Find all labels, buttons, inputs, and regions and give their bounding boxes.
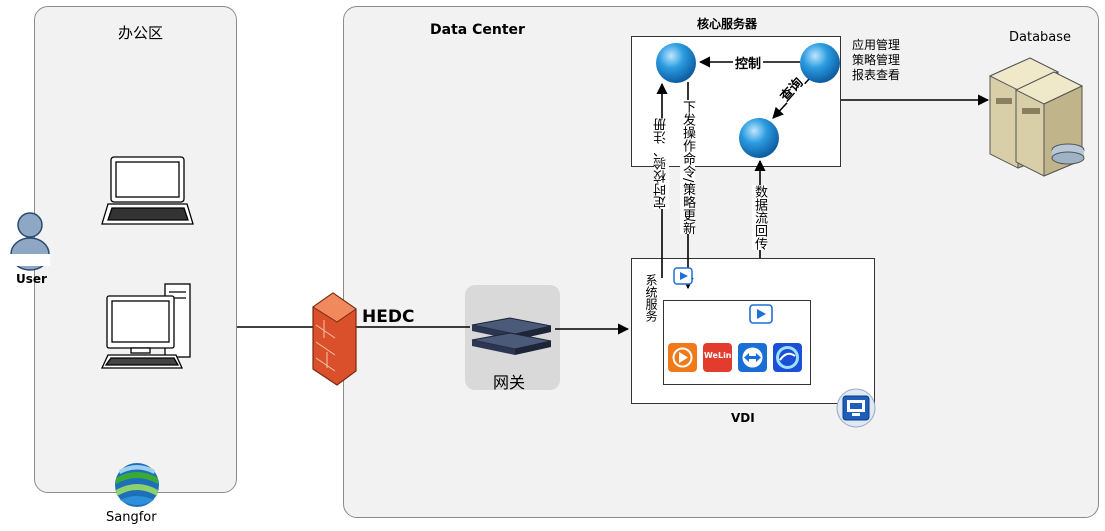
edge-register-label: 定时校验、注册 bbox=[654, 118, 669, 209]
core-node-left-icon bbox=[656, 43, 696, 83]
edge-dataflow-label: 数据流回传 bbox=[752, 185, 767, 250]
edge-command-label: 下发操作命令/策略更新 bbox=[680, 100, 695, 235]
core-menu-item: 报表查看 bbox=[852, 68, 901, 82]
laptop-icon bbox=[101, 156, 194, 225]
firewall-icon bbox=[312, 292, 357, 386]
gateway-device-icon bbox=[471, 317, 552, 355]
vdi-label: VDI bbox=[731, 411, 755, 425]
office-title: 办公区 bbox=[118, 24, 164, 42]
conference-app-icon bbox=[773, 343, 802, 372]
datacenter-title: Data Center bbox=[430, 22, 525, 38]
edge-control-label: 控制 bbox=[733, 53, 764, 72]
system-service-label: 系统服务 bbox=[644, 274, 658, 322]
vdi-client-icon bbox=[749, 304, 773, 324]
database-server-icon bbox=[988, 57, 1085, 177]
system-service-icon bbox=[673, 267, 693, 285]
welink-icon bbox=[703, 343, 732, 372]
sangfor-logo-icon bbox=[115, 463, 159, 507]
gateway-label: 网关 bbox=[493, 373, 526, 392]
brand-label: Sangfor bbox=[106, 510, 157, 525]
desktop-icon bbox=[100, 283, 191, 369]
core-node-bottom-icon bbox=[739, 118, 779, 158]
firewall-label: HEDC bbox=[362, 307, 415, 327]
database-label: Database bbox=[1009, 30, 1072, 45]
app-orange-icon bbox=[668, 343, 697, 372]
core-node-right-icon bbox=[800, 43, 840, 83]
user-icon bbox=[10, 212, 50, 271]
welink-label: WeLink bbox=[704, 351, 737, 360]
core-server-title: 核心服务器 bbox=[697, 17, 758, 31]
user-label: User bbox=[16, 272, 47, 286]
office-panel bbox=[34, 6, 237, 493]
vdi-badge-icon bbox=[836, 388, 876, 428]
teamviewer-icon bbox=[738, 343, 767, 372]
core-menu-item: 策略管理 bbox=[852, 53, 901, 67]
core-menu-item: 应用管理 bbox=[852, 38, 901, 52]
